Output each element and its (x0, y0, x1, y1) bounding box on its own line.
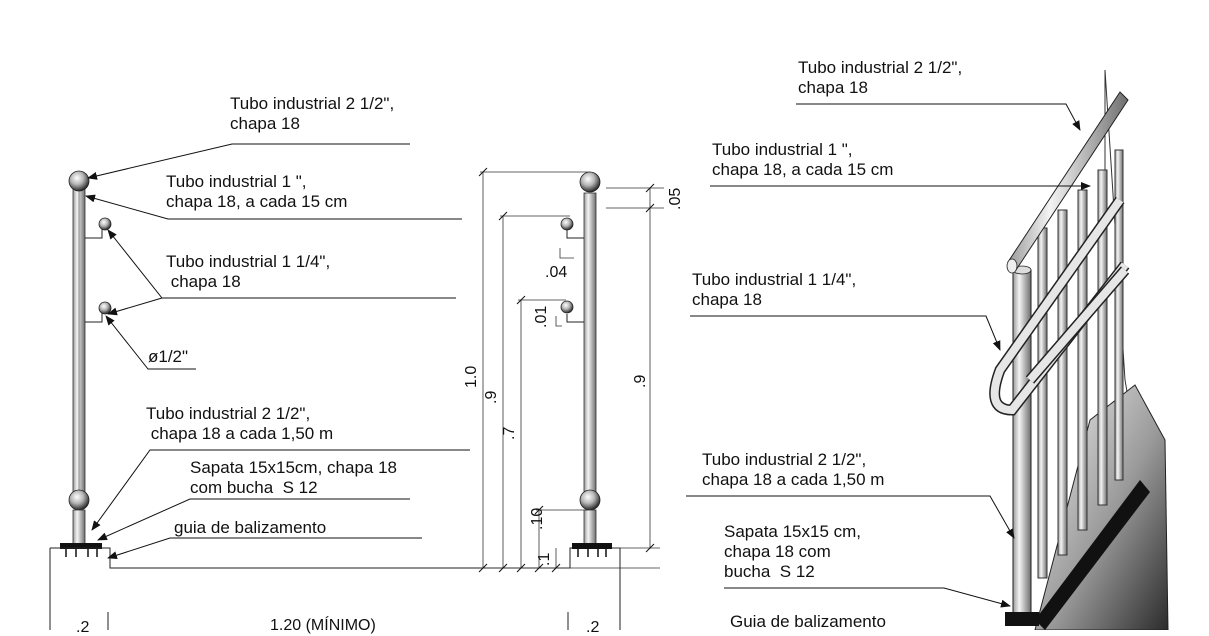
dim-1: .1 (536, 552, 553, 566)
right-post-label: Tubo industrial 2 1/2", chapa 18 a cada … (702, 450, 885, 489)
left-leaders (85, 143, 470, 560)
dim-9-left: .9 (483, 390, 500, 404)
left-rail-label: Tubo industrial 1 1/4", chapa 18 (166, 252, 331, 291)
left-bracket-label: ø1/2" (148, 347, 189, 366)
right-baluster-label: Tubo industrial 1 ", chapa 18, a cada 15… (712, 140, 894, 179)
dim-10: .10 (529, 507, 546, 530)
left-baluster-label: Tubo industrial 1 ", chapa 18, a cada 15… (166, 172, 348, 211)
dim-9-right: .9 (632, 374, 649, 388)
right-handrail-label: Tubo industrial 2 1/2", chapa 18 (798, 58, 963, 97)
dim-04: .04 (545, 264, 568, 281)
min-width-dimension: 1.20 (MÍNIMO) (270, 617, 376, 634)
right-base-plate-label: Sapata 15x15 cm, chapa 18 com bucha S 12 (724, 522, 862, 581)
left-base-plate-label: Sapata 15x15cm, chapa 18 com bucha S 12 (190, 458, 397, 497)
dim-1-0: 1.0 (463, 365, 480, 388)
dim-7: .7 (501, 426, 518, 440)
right-guide-label: Guia de balizamento (730, 612, 886, 631)
left-guide-label: guia de balizamento (174, 518, 327, 537)
left-handrail-label: Tubo industrial 2 1/2", chapa 18 (230, 94, 395, 133)
right-rail-label: Tubo industrial 1 1/4", chapa 18 (692, 270, 857, 309)
right-edge-dimension: .2 (586, 619, 600, 636)
dim-05: .05 (667, 187, 684, 210)
perspective-view (989, 69, 1169, 630)
left-elevation (49, 170, 621, 630)
dim-01: .01 (533, 305, 550, 328)
section-view (478, 167, 664, 573)
left-post-label: Tubo industrial 2 1/2", chapa 18 a cada … (146, 404, 334, 443)
right-leaders (686, 103, 1091, 608)
left-edge-dimension: .2 (76, 619, 90, 636)
